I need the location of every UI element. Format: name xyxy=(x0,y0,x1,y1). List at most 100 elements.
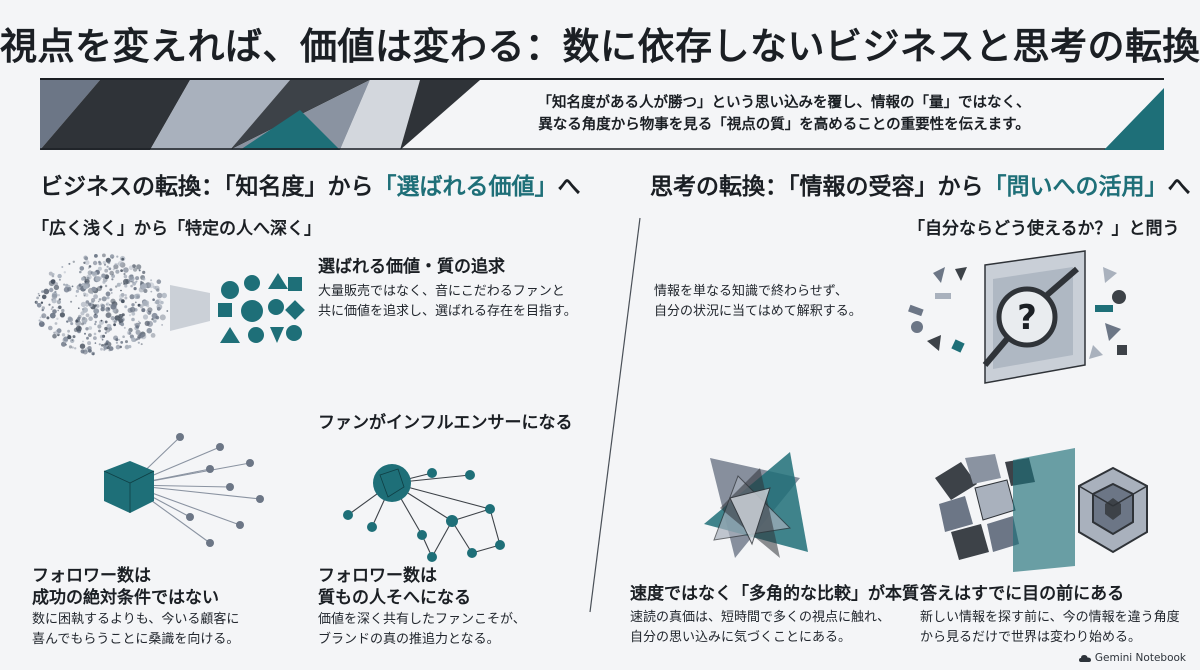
dust-particle xyxy=(48,325,53,331)
thinking-heading-suffix: へ xyxy=(1167,174,1191,200)
fan-heading: ファンがインフルエンサーになる xyxy=(318,413,573,433)
dust-particle xyxy=(54,290,57,293)
dust-particle xyxy=(79,266,85,271)
dust-particle xyxy=(133,267,138,272)
dust-particle xyxy=(141,308,146,313)
dust-particle xyxy=(93,294,98,299)
dust-particle xyxy=(77,316,81,320)
dust-particle xyxy=(122,335,125,338)
dust-particle xyxy=(109,304,111,306)
dust-particle xyxy=(72,335,76,339)
dust-particle xyxy=(126,330,132,335)
dust-particle xyxy=(105,306,111,312)
dust-particle xyxy=(110,303,117,310)
dust-particle xyxy=(156,279,162,284)
dust-particle xyxy=(128,314,132,317)
dust-particle xyxy=(121,318,125,322)
dust-particle xyxy=(41,315,44,318)
dust-particle xyxy=(166,310,169,312)
dust-particle xyxy=(121,257,125,261)
quality-description: 価値を深く共有したファンこそが、 ブランドの真の推追力となる。 xyxy=(318,610,526,650)
dust-particle xyxy=(85,313,90,318)
dust-particle xyxy=(114,262,118,266)
dust-particle xyxy=(151,318,154,321)
dust-particle xyxy=(102,260,106,265)
dust-particle xyxy=(101,338,104,341)
dust-particle xyxy=(56,299,62,305)
dust-particle xyxy=(105,303,108,306)
compare-title: 速度ではなく「多角的な比較」が本質 xyxy=(630,584,919,604)
dust-particle xyxy=(95,276,101,282)
dust-particle xyxy=(150,290,153,293)
dust-particle xyxy=(132,264,136,268)
dust-particle xyxy=(124,284,128,288)
overlapping-triangles-illustration xyxy=(704,452,808,558)
dust-particle xyxy=(78,283,82,287)
dust-particle xyxy=(116,282,121,287)
dust-particle xyxy=(123,326,126,329)
dust-particle xyxy=(159,314,166,321)
dust-particle xyxy=(51,293,58,300)
hexagon-node xyxy=(104,461,154,513)
dust-particle xyxy=(87,270,93,276)
fan-network-illustration xyxy=(343,464,505,562)
footer-text: Gemini Notebook xyxy=(1094,652,1186,664)
followers-line: 数に困執するよりも、今いる顧客に xyxy=(32,612,240,627)
dust-particle xyxy=(88,316,93,321)
banner-shape xyxy=(340,80,420,150)
dust-particle xyxy=(109,270,114,276)
dust-particle xyxy=(52,309,57,314)
dust-particle xyxy=(137,341,140,344)
footer-brand: Gemini Notebook xyxy=(1078,652,1186,664)
dust-particle xyxy=(135,276,140,281)
dust-particle xyxy=(118,298,123,302)
dust-particle xyxy=(53,284,60,291)
dust-particle xyxy=(38,321,45,327)
dust-particle xyxy=(82,340,84,343)
dust-particle xyxy=(152,298,155,301)
dust-particle xyxy=(106,265,109,268)
followers-title: フォロワー数は 成功の絶対条件ではない xyxy=(32,565,219,609)
cloud-icon xyxy=(1078,654,1091,662)
dust-particle xyxy=(138,320,140,323)
thinking-heading-accent: 「問いへの活用」 xyxy=(983,174,1168,200)
dust-particle xyxy=(91,271,98,277)
dust-particle xyxy=(128,265,134,271)
business-heading: ビジネスの転換：「知名度」から「選ばれる価値」へ xyxy=(40,167,581,201)
dust-particle xyxy=(103,263,107,266)
dust-particle xyxy=(128,274,134,280)
dust-particle xyxy=(46,316,50,320)
dust-particle xyxy=(38,294,41,297)
page-title: 視点を変えれば、価値は変わる：数に依存しないビジネスと思考の転換 xyxy=(0,25,1200,68)
dust-particle xyxy=(74,347,77,350)
dust-particle xyxy=(123,274,128,279)
quality-line: ブランドの真の推追力となる。 xyxy=(318,632,500,648)
dust-particle xyxy=(102,253,106,258)
dust-particle xyxy=(51,306,54,309)
dust-particle xyxy=(113,320,117,323)
dust-particle xyxy=(156,304,163,310)
dust-particle xyxy=(52,273,55,276)
dust-particle xyxy=(97,300,100,303)
quality-title: フォロワー数は 質もの人そへになる xyxy=(318,565,471,609)
dust-particle xyxy=(71,346,74,349)
followers-title-line: フォロワー数は xyxy=(32,566,151,586)
dust-to-shapes-illustration xyxy=(34,253,305,356)
dust-particle xyxy=(85,300,90,304)
dust-particle xyxy=(105,312,112,318)
dust-particle xyxy=(108,349,111,352)
dust-particle xyxy=(48,303,51,306)
dust-particle xyxy=(115,338,119,342)
compare-line: 速読の真価は、短時間で多くの視点に触れ、 xyxy=(630,610,891,625)
banner-shape xyxy=(150,80,290,150)
dust-particle xyxy=(66,320,69,323)
dust-particle xyxy=(36,303,42,308)
banner-corner xyxy=(1104,88,1164,150)
dust-particle xyxy=(81,277,85,281)
banner-top-rule xyxy=(40,78,1164,80)
dust-particle xyxy=(155,315,160,320)
dust-particle xyxy=(94,313,97,316)
dust-particle xyxy=(98,329,101,333)
dust-particle xyxy=(100,319,103,322)
dust-particle xyxy=(105,291,111,297)
